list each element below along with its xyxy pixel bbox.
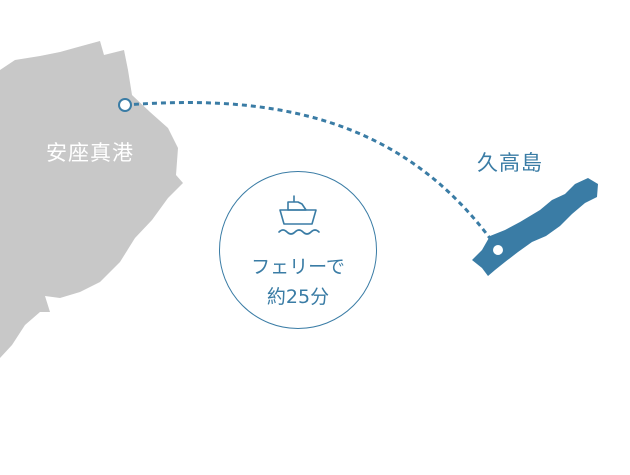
- ferry-route-line: [124, 101, 499, 249]
- origin-port-label: 安座真港: [46, 141, 134, 165]
- island-label: 久高島: [477, 151, 543, 175]
- mainland-landmass: [0, 41, 183, 358]
- island-port-marker: [493, 245, 503, 255]
- ship-icon: [278, 195, 320, 235]
- kudaka-island: [472, 178, 598, 276]
- duration-label: 約25分: [266, 286, 330, 308]
- ferry-label: フェリーで: [251, 256, 345, 278]
- origin-port-marker: [118, 98, 132, 112]
- ferry-duration-badge: フェリーで 約25分: [219, 171, 377, 329]
